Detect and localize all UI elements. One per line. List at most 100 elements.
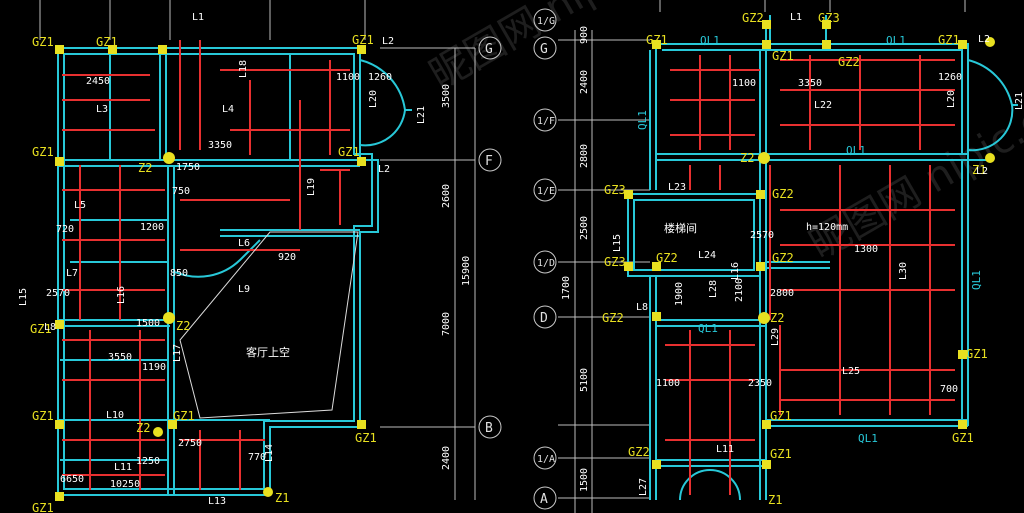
column-label: GZ2 [628, 445, 650, 459]
dim-label: 2570 [46, 288, 70, 299]
column-label: Z2 [176, 319, 190, 333]
column-label: Z1 [972, 163, 986, 177]
right-floor-plan: GZ2 GZ3 GZ1 GZ1 GZ2 GZ1 GZ3 GZ2 GZ3 GZ2 … [533, 0, 1024, 513]
beam-labels: L1 L2 L2 L8 L11 L15 L16 L20 L21 L22 L23 … [612, 12, 1024, 496]
dimension-labels: 2450 2570 1100 1260 3350 1750 750 720 12… [46, 72, 392, 490]
column-label: GZ1 [352, 33, 374, 47]
dim-label: 770 [248, 452, 266, 463]
room-label: 客厅上空 [246, 345, 290, 359]
slab-note: h=120mm [806, 222, 848, 233]
column-label: GZ3 [818, 11, 840, 25]
column-label: Z2 [770, 311, 784, 325]
beam-label: L15 [612, 234, 623, 252]
grid-lines [39, 0, 476, 500]
axis-bubble-label: 1/D [537, 258, 555, 269]
beam-label: L28 [708, 280, 719, 298]
axis-dimensions: 900 2400 2800 2500 1700 5100 1500 [561, 26, 590, 492]
column-label: GZ1 [32, 409, 54, 423]
dim-label: 3550 [108, 352, 132, 363]
axis-bubbles: G F B [478, 36, 502, 439]
columns [624, 20, 995, 469]
dimension-labels: 1100 3350 1260 2570 1300 1900 2800 2100 … [656, 72, 962, 395]
column-label: GZ1 [173, 409, 195, 423]
room-label: 楼梯间 [664, 221, 697, 235]
beam-label: L4 [222, 104, 234, 115]
dim-label: 1100 [656, 378, 680, 389]
column-label: GZ1 [355, 431, 377, 445]
column-label: GZ2 [772, 251, 794, 265]
dim-label: 1200 [140, 222, 164, 233]
walls [57, 47, 412, 496]
beam-label: L7 [66, 268, 78, 279]
beam-label: L6 [238, 238, 250, 249]
column-label: GZ1 [32, 145, 54, 159]
dim-label: 750 [172, 186, 190, 197]
column-label: GZ1 [952, 431, 974, 445]
column-label: GZ2 [742, 11, 764, 25]
axis-dim: 2600 [441, 184, 452, 208]
ql-label: QL1 [636, 110, 649, 130]
axis-bubbles: 1/G G 1/F 1/E 1/D D 1/A A [533, 8, 557, 510]
dim-label: 2450 [86, 76, 110, 87]
axis-dimensions: 3500 2600 7000 2400 15900 [441, 84, 472, 470]
column-label: Z2 [136, 421, 150, 435]
axis-dim: 3500 [441, 84, 452, 108]
beam-label: L15 [18, 288, 29, 306]
dim-label: 2350 [748, 378, 772, 389]
ql-label: QL1 [846, 144, 866, 157]
axis-dim: 5100 [579, 368, 590, 392]
column-label: GZ1 [938, 33, 960, 47]
beam-label: L5 [74, 200, 86, 211]
beam-label: L8 [44, 322, 56, 333]
dim-label: 1100 [732, 78, 756, 89]
axis-dim: 2800 [579, 144, 590, 168]
beam-label: L3 [96, 104, 108, 115]
dim-label: 850 [170, 268, 188, 279]
column-label: GZ1 [770, 447, 792, 461]
beam-label: L19 [306, 178, 317, 196]
column-labels: GZ2 GZ3 GZ1 GZ1 GZ2 GZ1 GZ3 GZ2 GZ3 GZ2 … [602, 11, 988, 507]
axis-bubble-label: G [540, 42, 548, 57]
dim-label: 1900 [674, 282, 685, 306]
axis-bubble-label: A [540, 492, 548, 507]
beams [62, 40, 350, 490]
ql-label: QL1 [858, 432, 878, 445]
column-label: GZ1 [772, 49, 794, 63]
column-label: GZ1 [966, 347, 988, 361]
axis-bubble-label: F [485, 154, 493, 169]
dim-label: 1250 [136, 456, 160, 467]
axis-dim: 900 [579, 26, 590, 44]
beam-label: L1 [192, 12, 204, 23]
open-to-below-outline [179, 231, 359, 419]
beam-label: L10 [106, 410, 124, 421]
beam-label: L21 [416, 106, 427, 124]
axis-dim: 1700 [561, 276, 572, 300]
column-label: GZ1 [646, 33, 668, 47]
beam-label: L2 [382, 36, 394, 47]
dim-label: 1300 [854, 244, 878, 255]
column-label: GZ2 [602, 311, 624, 325]
column-label: Z1 [768, 493, 782, 507]
axis-bubble-label: B [485, 421, 493, 436]
columns [55, 45, 366, 501]
beam-label: L27 [638, 478, 649, 496]
dim-label: 1100 [336, 72, 360, 83]
dim-label: 1750 [176, 162, 200, 173]
beam-label: L20 [368, 90, 379, 108]
beam-label: L9 [238, 284, 250, 295]
column-label: Z2 [138, 161, 152, 175]
beam-label: L1 [790, 12, 802, 23]
dim-label: 3350 [208, 140, 232, 151]
dim-label: 3350 [798, 78, 822, 89]
dim-label: 2100 [734, 278, 745, 302]
beam-label: L30 [898, 262, 909, 280]
axis-bubble-label: 1/F [537, 116, 555, 127]
axis-dim: 1500 [579, 468, 590, 492]
dim-label: 1190 [142, 362, 166, 373]
beam-label: L18 [238, 60, 249, 78]
ql-labels: QL1 QL1 QL1 QL1 QL1 QL1 QL1 [636, 34, 983, 445]
axis-bubble-label: 1/A [537, 454, 555, 465]
dim-label: 720 [56, 224, 74, 235]
left-floor-plan: GZ1 GZ1 GZ1 GZ1 GZ1 GZ1 GZ1 GZ1 GZ1 GZ1 … [18, 0, 502, 513]
